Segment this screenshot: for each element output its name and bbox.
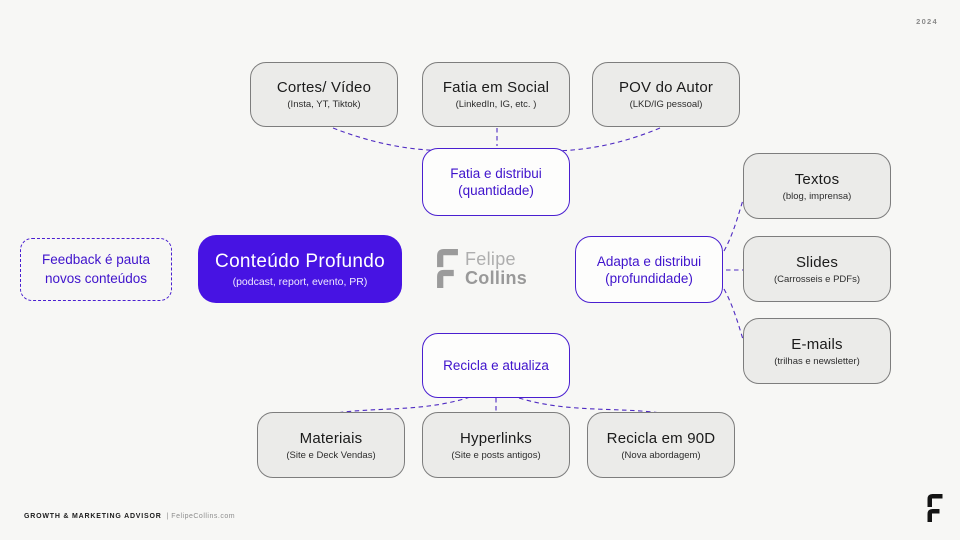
- node-fatia-em-social: Fatia em Social (LinkedIn, IG, etc. ): [422, 62, 570, 127]
- brand-last-name: Collins: [465, 267, 528, 288]
- node-title: Adapta e distribui: [596, 253, 702, 269]
- node-title: E-mails: [791, 335, 843, 353]
- node-subtitle: (Insta, YT, Tiktok): [287, 99, 361, 110]
- node-title: Cortes/ Vídeo: [276, 79, 372, 96]
- node-pov-do-autor: POV do Autor (LKD/IG pessoal): [592, 62, 740, 127]
- node-recicla-e-atualiza: Recicla e atualiza: [422, 333, 570, 398]
- node-subtitle: (Site e posts antigos): [451, 449, 541, 461]
- node-recicla-em-90d: Recicla em 90D (Nova abordagem): [587, 412, 735, 478]
- footer-credit: GROWTH & MARKETING ADVISOR | FelipeColli…: [24, 513, 235, 520]
- footer-site-label: | FelipeCollins.com: [166, 513, 236, 520]
- felipe-collins-logo: Felipe Collins: [437, 249, 527, 288]
- year-label: 2024: [916, 17, 938, 26]
- feedback-line-2: novos conteúdos: [44, 270, 148, 286]
- node-title: Textos: [794, 170, 840, 188]
- node-subtitle: (trilhas e newsletter): [774, 355, 860, 367]
- node-title: Feedback é pauta novos conteúdos: [42, 251, 150, 287]
- node-title: Materiais: [299, 429, 363, 447]
- node-title: Fatia em Social: [442, 79, 550, 96]
- node-subtitle: (Site e Deck Vendas): [286, 449, 376, 461]
- node-cortes-video: Cortes/ Vídeo (Insta, YT, Tiktok): [250, 62, 398, 127]
- node-title: POV do Autor: [618, 79, 714, 96]
- node-title: Recicla e atualiza: [443, 358, 549, 373]
- node-title: Recicla em 90D: [606, 429, 716, 447]
- node-adapta-e-distribui: Adapta e distribui (profundidade): [575, 236, 723, 303]
- footer-advisor-label: GROWTH & MARKETING ADVISOR: [24, 513, 162, 520]
- node-subtitle: (blog, imprensa): [782, 190, 852, 202]
- brand-text: Felipe Collins: [465, 250, 527, 287]
- f-monogram-icon: [437, 249, 458, 288]
- node-title: Conteúdo Profundo: [215, 250, 385, 272]
- node-subtitle: (LKD/IG pessoal): [629, 99, 703, 110]
- f-monogram-footer-icon: [927, 494, 943, 522]
- node-slides: Slides (Carrosseis e PDFs): [743, 236, 891, 302]
- feedback-line-1: Feedback é pauta: [41, 252, 151, 268]
- node-conteudo-profundo: Conteúdo Profundo (podcast, report, even…: [198, 235, 402, 303]
- node-title: Slides: [795, 253, 839, 271]
- node-feedback: Feedback é pauta novos conteúdos: [20, 238, 172, 301]
- node-subtitle: (LinkedIn, IG, etc. ): [455, 99, 537, 110]
- node-emails: E-mails (trilhas e newsletter): [743, 318, 891, 384]
- connector-recicla-materiais: [335, 396, 471, 414]
- node-hyperlinks: Hyperlinks (Site e posts antigos): [422, 412, 570, 478]
- node-materiais: Materiais (Site e Deck Vendas): [257, 412, 405, 478]
- connector-recicla-90d: [518, 397, 661, 414]
- node-subtitle: (Carrosseis e PDFs): [773, 273, 861, 285]
- node-subtitle: (profundidade): [605, 270, 693, 286]
- node-title: Fatia e distribui: [450, 166, 542, 181]
- node-title: Hyperlinks: [459, 429, 533, 447]
- node-textos: Textos (blog, imprensa): [743, 153, 891, 219]
- node-fatia-e-distribui: Fatia e distribui (quantidade): [422, 148, 570, 216]
- brand-first-name: Felipe: [465, 249, 516, 270]
- node-subtitle: (quantidade): [458, 183, 534, 198]
- node-subtitle: (Nova abordagem): [621, 449, 701, 461]
- node-subtitle: (podcast, report, evento, PR): [232, 275, 368, 288]
